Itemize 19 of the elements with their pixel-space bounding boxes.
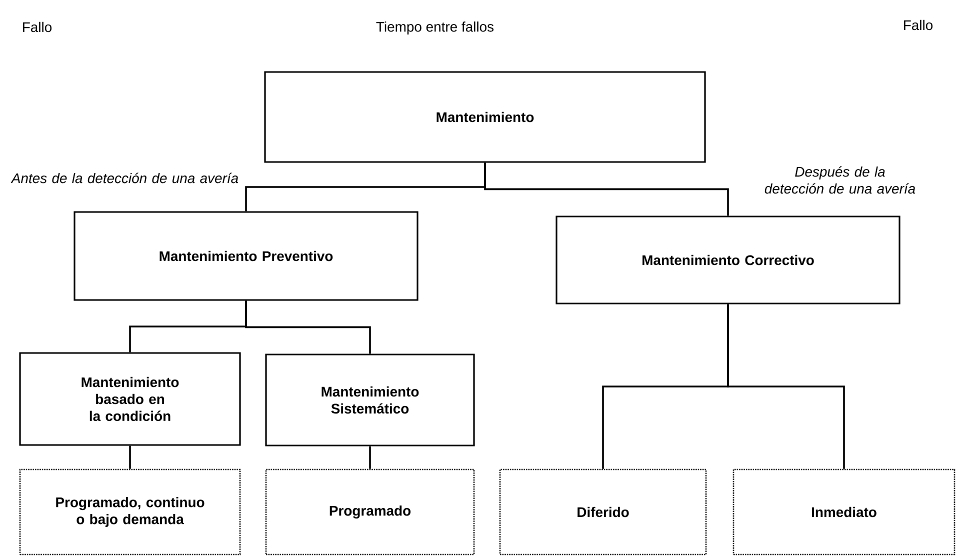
box: Mantenimiento Sistemático [265,354,475,446]
label-text: Tiempo entre fallos [376,22,494,34]
caption-text: Antes de la detección de una avería [10,172,238,184]
connector-line [129,446,131,469]
box: Mantenimiento [264,71,706,163]
connector-line [727,304,845,469]
caption-text: Después de la detección de una avería [764,166,916,194]
box: Mantenimiento Preventivo [74,211,418,301]
box: Inmediato [732,468,956,556]
connector-line [245,300,371,354]
box: Mantenimiento basado en la condición [19,352,241,446]
label-text: Fallo [23,22,52,32]
connector-line [369,446,371,469]
box: Programado [265,468,475,556]
box: Mantenimiento Correctivo [556,216,900,304]
box: Programado, continuo o bajo demanda [19,468,241,556]
box: Diferido [499,468,707,556]
connector-line [484,162,729,216]
label-text: Fallo [904,20,933,30]
